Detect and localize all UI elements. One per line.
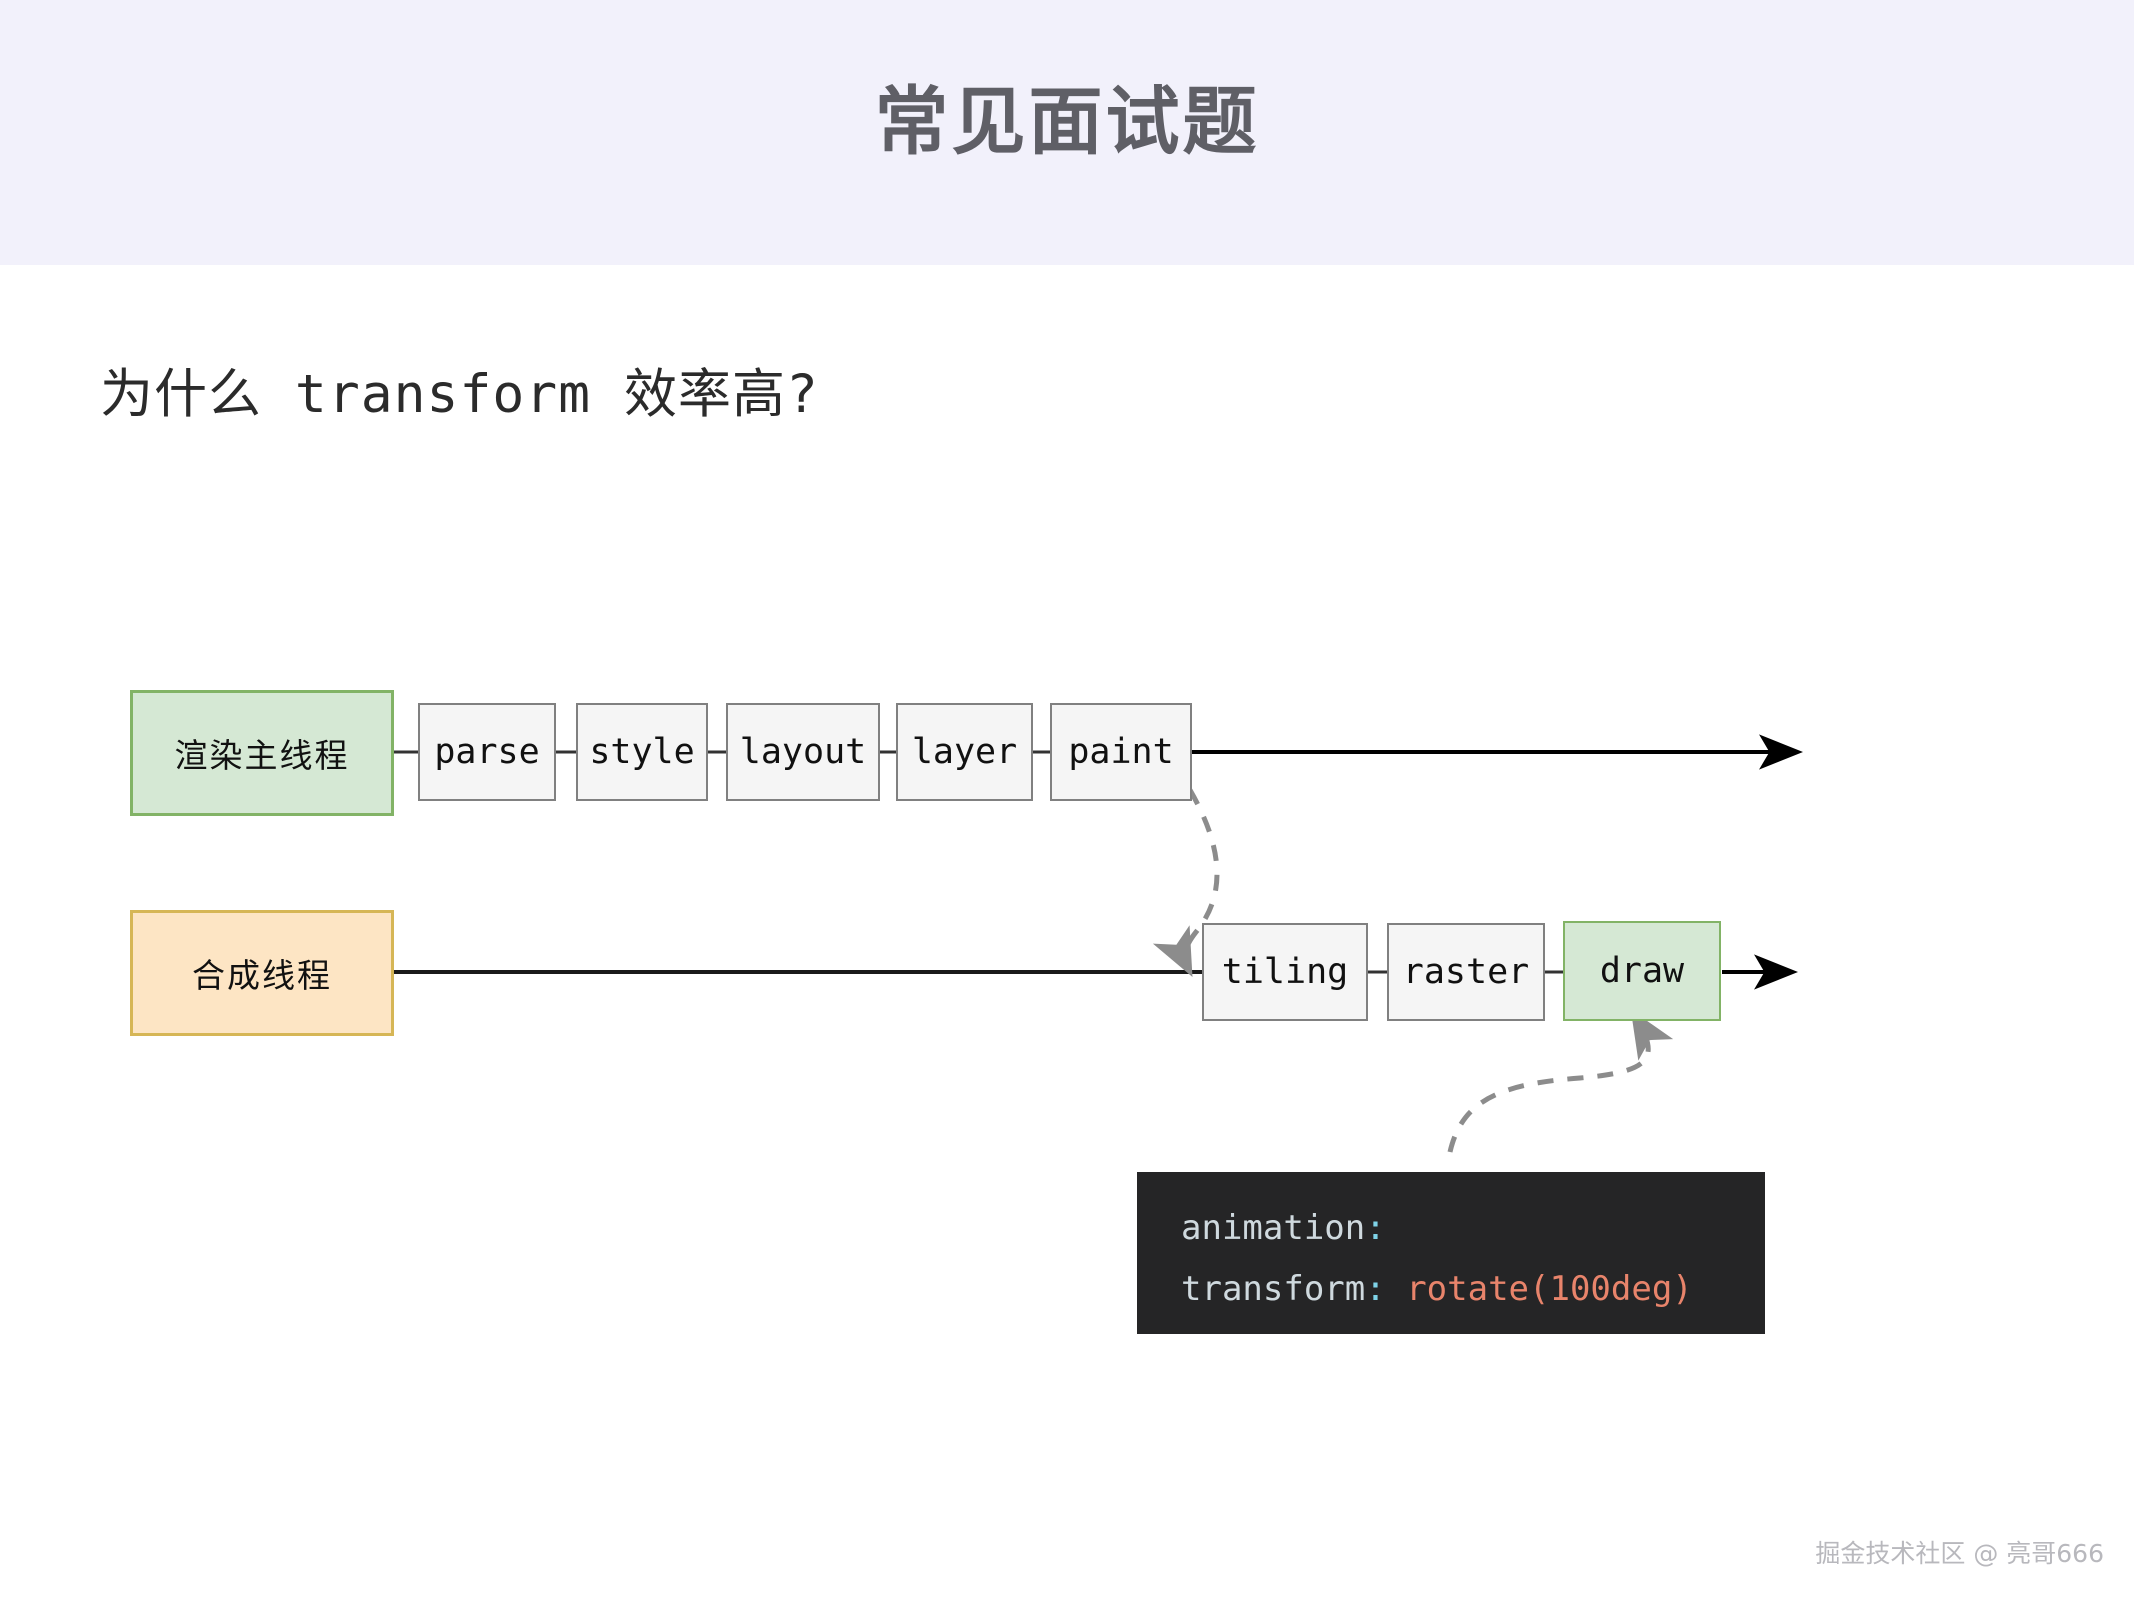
code-property: animation: [1181, 1208, 1366, 1248]
lane-label-text: 合成线程: [192, 956, 332, 995]
lane-label-compositor-thread[interactable]: 合成线程: [130, 910, 394, 1036]
step-node-layout[interactable]: layout: [726, 703, 880, 801]
dashed-connector-code-to-draw: [1447, 1009, 1674, 1153]
step-label: layer: [911, 732, 1018, 772]
header-band: [0, 0, 2134, 265]
code-property: transform: [1181, 1268, 1366, 1309]
code-colon: :: [1365, 1208, 1386, 1248]
step-node-draw[interactable]: draw: [1563, 921, 1721, 1021]
step-node-tiling[interactable]: tiling: [1202, 923, 1368, 1021]
code-colon: :: [1365, 1268, 1386, 1309]
step-label: draw: [1599, 951, 1685, 991]
step-node-parse[interactable]: parse: [418, 703, 556, 801]
page-title: 常见面试题: [874, 79, 1260, 165]
step-label: paint: [1068, 732, 1174, 772]
lane-label-text: 渲染主线程: [174, 736, 350, 775]
slide-subtitle: 为什么 transform 效率高?: [100, 364, 819, 425]
step-node-raster[interactable]: raster: [1387, 923, 1545, 1021]
step-node-layer[interactable]: layer: [896, 703, 1033, 801]
step-label: parse: [434, 732, 540, 772]
step-label: style: [589, 732, 695, 772]
code-line-transform: transform: rotate(100deg): [1181, 1259, 1721, 1320]
step-label: layout: [739, 732, 867, 772]
footer-credit: 掘金技术社区 @ 亮哥666: [1815, 1539, 2104, 1568]
step-node-style[interactable]: style: [576, 703, 708, 801]
code-line-animation: animation:: [1181, 1198, 1721, 1259]
lane-label-render-main-thread[interactable]: 渲染主线程: [130, 690, 394, 816]
step-label: tiling: [1221, 952, 1349, 992]
code-value: rotate(100deg): [1406, 1268, 1693, 1309]
step-label: raster: [1402, 952, 1530, 992]
code-snippet-panel[interactable]: animation: transform: rotate(100deg): [1137, 1172, 1765, 1334]
step-node-paint[interactable]: paint: [1050, 703, 1192, 801]
